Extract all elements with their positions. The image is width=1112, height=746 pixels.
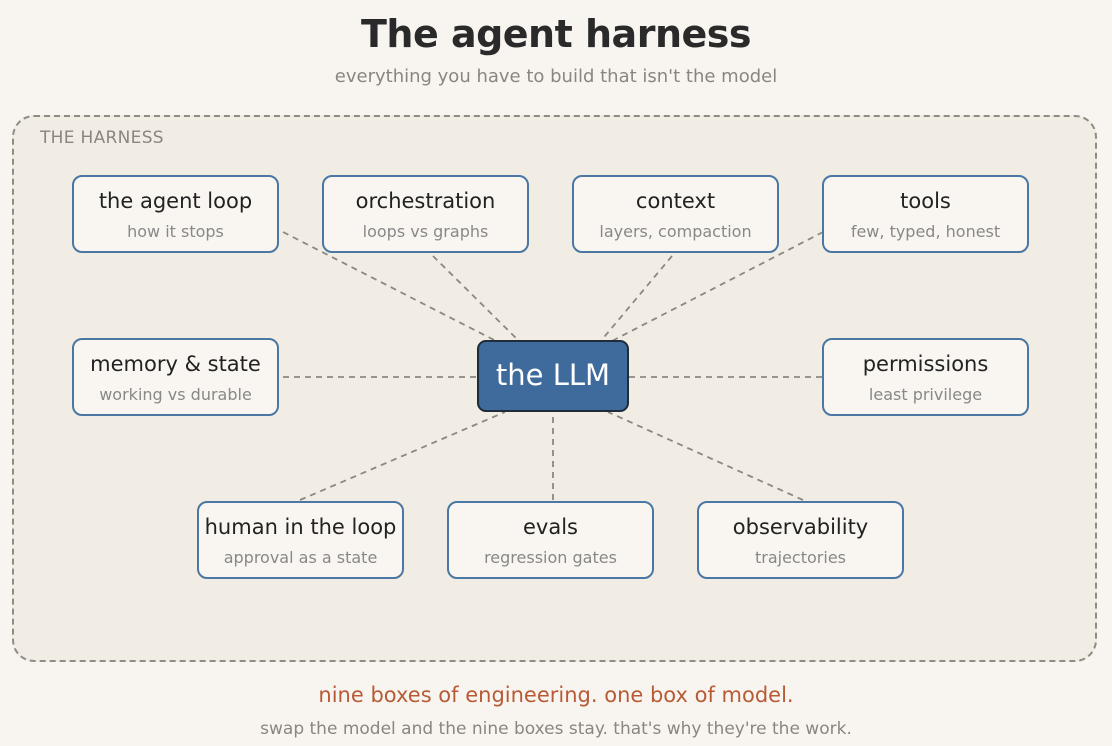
node-title: permissions bbox=[862, 352, 989, 376]
connector-orchestration bbox=[432, 255, 521, 343]
node-title: memory & state bbox=[90, 352, 261, 376]
node-subtitle: loops vs graphs bbox=[362, 222, 489, 241]
node-subtitle: least privilege bbox=[868, 385, 983, 404]
connector-observability bbox=[607, 411, 804, 501]
node-subtitle: trajectories bbox=[754, 548, 846, 567]
connector-tools bbox=[609, 231, 824, 343]
node-subtitle: few, typed, honest bbox=[850, 222, 1001, 241]
node-subtitle: regression gates bbox=[484, 548, 617, 567]
node-subtitle: layers, compaction bbox=[599, 222, 752, 241]
node-evals: evals regression gates bbox=[447, 501, 654, 579]
footer-tagline: nine boxes of engineering. one box of mo… bbox=[318, 683, 794, 707]
page-subtitle: everything you have to build that isn't … bbox=[334, 66, 778, 87]
node-agent-loop: the agent loop how it stops bbox=[72, 175, 279, 253]
connector-context bbox=[599, 255, 673, 343]
node-tools: tools few, typed, honest bbox=[822, 175, 1029, 253]
node-observability: observability trajectories bbox=[697, 501, 904, 579]
node-subtitle: approval as a state bbox=[223, 548, 378, 567]
footer-note: swap the model and the nine boxes stay. … bbox=[260, 719, 852, 739]
node-human-in-loop: human in the loop approval as a state bbox=[197, 501, 404, 579]
node-title: context bbox=[635, 189, 716, 213]
connector-agent-loop bbox=[282, 231, 499, 343]
node-context: context layers, compaction bbox=[572, 175, 779, 253]
harness-label: THE HARNESS bbox=[40, 128, 164, 148]
node-title: the agent loop bbox=[98, 189, 253, 213]
page-title: The agent harness bbox=[360, 12, 752, 56]
node-title: tools bbox=[900, 189, 951, 213]
node-subtitle: working vs durable bbox=[99, 385, 252, 404]
node-title: observability bbox=[732, 515, 869, 539]
connector-human bbox=[299, 411, 506, 501]
node-orchestration: orchestration loops vs graphs bbox=[322, 175, 529, 253]
node-title: human in the loop bbox=[204, 515, 397, 539]
node-subtitle: how it stops bbox=[127, 222, 224, 241]
center-llm-box: the LLM bbox=[477, 340, 629, 412]
node-title: orchestration bbox=[355, 189, 496, 213]
node-title: evals bbox=[523, 515, 578, 539]
node-memory-state: memory & state working vs durable bbox=[72, 338, 279, 416]
node-permissions: permissions least privilege bbox=[822, 338, 1029, 416]
